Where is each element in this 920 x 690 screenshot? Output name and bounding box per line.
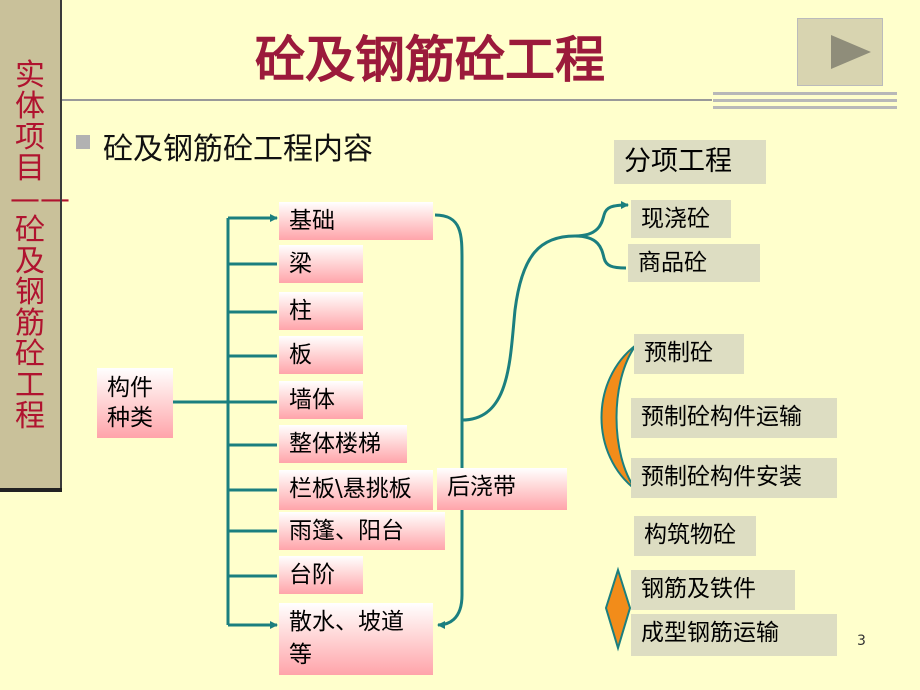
page-number: 3 [857, 633, 866, 649]
component-ban: 板 [279, 336, 363, 374]
commercial-concrete: 商品砼 [628, 244, 760, 282]
s-curve [461, 234, 576, 422]
next-slide-button[interactable] [797, 18, 883, 86]
component-taijie: 台阶 [279, 556, 363, 594]
cast-in-place-concrete: 现浇砼 [631, 200, 731, 238]
component-lanban: 栏板\悬挑板 [279, 470, 433, 510]
fork-bottom [574, 234, 627, 270]
section-heading: 砼及钢筋砼工程内容 [103, 132, 373, 167]
precast-concrete: 预制砼 [634, 334, 744, 374]
sidebar: 实体项目——砼及钢筋砼工程 [0, 0, 70, 492]
rebar-transport: 成型钢筋运输 [631, 614, 837, 656]
component-sanshui-line-2: 等 [289, 642, 312, 668]
bullet-square-icon [76, 135, 90, 149]
post-pour-strip: 后浇带 [437, 468, 567, 510]
sidebar-bottom-rule [0, 488, 62, 492]
root-box: 构件 种类 [97, 368, 173, 438]
play-icon [831, 35, 871, 69]
component-sanshui: 散水、坡道 等 [279, 603, 433, 675]
component-qiangti: 墙体 [279, 381, 363, 419]
fork-top [574, 201, 629, 238]
component-sanshui-line-1: 散水、坡道 [289, 609, 404, 635]
component-liang: 梁 [279, 245, 363, 283]
right-bracket [434, 213, 464, 629]
component-louti: 整体楼梯 [279, 425, 407, 463]
component-jichu: 基础 [279, 202, 433, 240]
steel-diamond [604, 566, 632, 652]
root-line-2: 种类 [107, 405, 153, 431]
rebar-and-iron: 钢筋及铁件 [631, 570, 795, 610]
component-zhu: 柱 [279, 292, 363, 330]
category-header: 分项工程 [614, 140, 766, 184]
precast-installation: 预制砼构件安装 [631, 458, 837, 498]
component-yupeng: 雨篷、阳台 [279, 512, 445, 550]
sidebar-divider [60, 0, 62, 492]
precast-transport: 预制砼构件运输 [631, 398, 837, 438]
slide-title: 砼及钢筋砼工程 [255, 31, 605, 89]
structure-concrete: 构筑物砼 [634, 516, 756, 556]
title-rule [62, 99, 712, 101]
root-line-1: 构件 [107, 375, 153, 401]
